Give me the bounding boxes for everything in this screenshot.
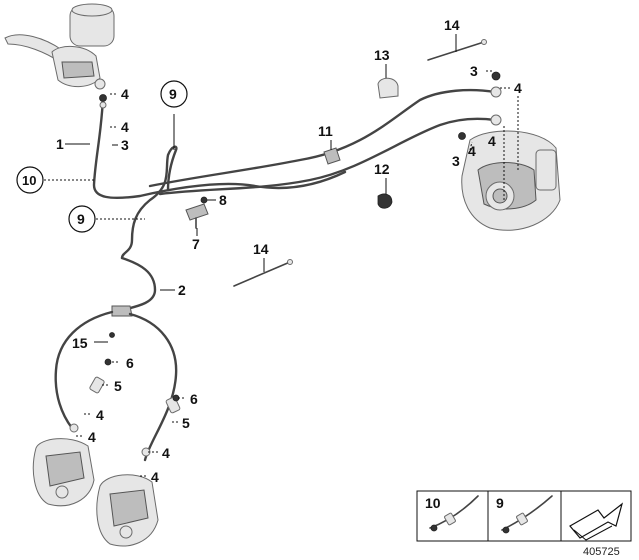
label-7: 7 (192, 236, 200, 252)
brake-caliper-left (32, 438, 95, 507)
legend-box: 10 9 (416, 490, 632, 542)
label-10: 10 (22, 173, 36, 188)
brake-hose-right-caliper (128, 312, 178, 462)
label-4-f: 4 (96, 407, 104, 423)
cable-tie-top-head (481, 39, 487, 45)
label-14-top: 14 (444, 17, 460, 33)
label-13: 13 (374, 47, 390, 63)
brake-line-9 (120, 145, 178, 260)
legend-fitting-9 (502, 526, 510, 534)
label-6-b: 6 (190, 391, 198, 407)
label-3-a: 3 (121, 137, 129, 153)
brake-hose-1 (92, 94, 347, 199)
abs-connection-bolts (458, 71, 502, 140)
label-9-top: 9 (169, 86, 177, 102)
brake-caliper-right (96, 474, 159, 547)
brake-hose-left-caliper (54, 310, 114, 430)
callout-circle-10 (16, 166, 44, 194)
label-4-g: 4 (88, 429, 96, 445)
label-3-c: 3 (452, 153, 460, 169)
legend-sleeve-9 (516, 512, 528, 526)
label-4-c: 4 (514, 80, 522, 96)
hose-fittings-lower (69, 332, 181, 457)
callout-circle-9-left (68, 205, 96, 233)
legend-label-10: 10 (425, 495, 441, 511)
banjo-bolt-top (99, 94, 107, 102)
label-9-left: 9 (77, 211, 85, 227)
abs-pressure-modulator (461, 130, 561, 231)
front-brake-master-cylinder (4, 3, 115, 90)
label-12: 12 (374, 161, 390, 177)
label-4-b: 4 (121, 119, 129, 135)
label-11: 11 (318, 123, 333, 139)
legend-sleeve-10 (444, 512, 456, 526)
label-4-h: 4 (162, 445, 170, 461)
label-4-e: 4 (488, 133, 496, 149)
label-1: 1 (56, 136, 64, 152)
grommet-12 (377, 193, 393, 209)
cable-tie-middle (233, 261, 291, 287)
brake-line-upper (148, 88, 497, 188)
leader-lines (44, 34, 519, 477)
label-6-a: 6 (126, 355, 134, 371)
direction-arrow-icon (569, 502, 624, 541)
label-4-a: 4 (121, 86, 129, 102)
brake-line-lower (158, 117, 497, 196)
hose-holder (185, 196, 209, 229)
label-2: 2 (178, 282, 186, 298)
label-5-a: 5 (114, 378, 122, 394)
sealing-ring-top (99, 101, 107, 109)
brake-line-2 (120, 256, 157, 312)
label-3-b: 3 (470, 63, 478, 79)
callout-circle-9-top (160, 80, 188, 108)
clamp-13 (377, 77, 399, 99)
label-4-d: 4 (468, 143, 476, 159)
legend-label-9: 9 (496, 495, 504, 511)
cable-tie-middle-head (287, 259, 293, 265)
label-15: 15 (72, 335, 88, 351)
label-14-middle: 14 (253, 241, 269, 257)
label-4-i: 4 (151, 469, 159, 485)
diagram-reference-number: 405725 (583, 546, 620, 558)
legend-fitting-10 (430, 524, 438, 532)
label-5-b: 5 (182, 415, 190, 431)
clip-11 (323, 147, 341, 165)
label-8: 8 (219, 192, 227, 208)
